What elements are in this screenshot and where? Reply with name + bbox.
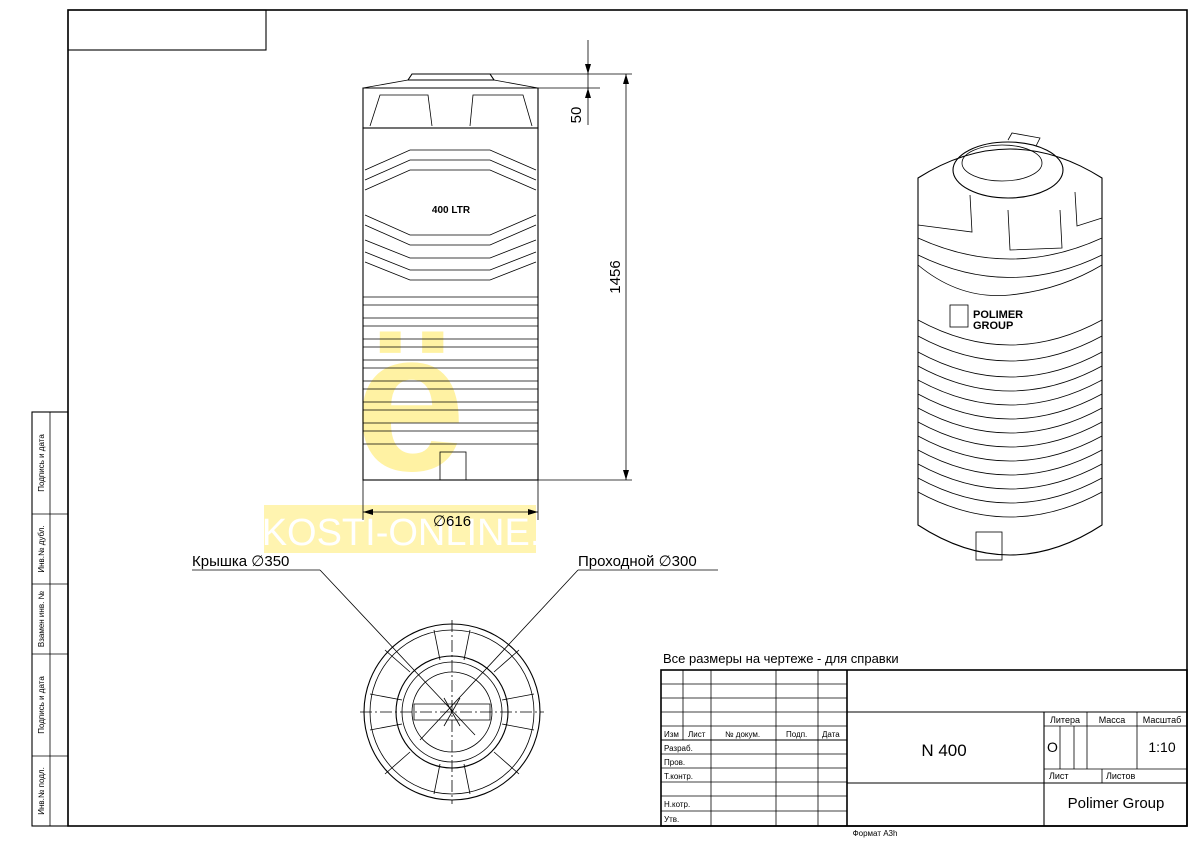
watermark-band bbox=[264, 505, 536, 553]
side-stamp-cell-1: Подпись и дата bbox=[37, 434, 46, 492]
header-list: Лист bbox=[688, 730, 706, 739]
callout-manhole: Проходной ∅300 bbox=[578, 553, 697, 570]
sheet-label: Лист bbox=[1049, 771, 1069, 781]
tank-volume-label: 400 LTR bbox=[432, 205, 471, 216]
polimer-group-logo: POLIMER GROUP bbox=[949, 304, 1023, 332]
litera-value: О bbox=[1047, 739, 1058, 755]
header-izm: Изм bbox=[664, 730, 679, 739]
side-stamp-cell-5: Инв.№ подл. bbox=[37, 767, 46, 815]
role-approved: Утв. bbox=[664, 815, 679, 824]
scale-label: Масштаб bbox=[1143, 715, 1182, 725]
role-developer: Разраб. bbox=[664, 744, 693, 753]
role-tech-control: Т.контр. bbox=[664, 772, 693, 781]
tank-top-view bbox=[360, 620, 544, 804]
watermark-letter: ё bbox=[354, 290, 465, 513]
sheets-label: Листов bbox=[1106, 771, 1135, 781]
reference-note: Все размеры на чертеже - для справки bbox=[663, 651, 899, 666]
callout-lid: Крышка ∅350 bbox=[192, 553, 289, 570]
side-stamp-cell-2: Инв.№ дубл. bbox=[37, 525, 46, 572]
litera-label: Литера bbox=[1050, 715, 1080, 725]
logo-text-group: GROUP bbox=[973, 320, 1013, 332]
header-date: Дата bbox=[822, 730, 840, 739]
callouts: Крышка ∅350 Проходной ∅300 bbox=[192, 553, 718, 741]
role-checker: Пров. bbox=[664, 758, 685, 767]
role-norm-control: Н.котр. bbox=[664, 800, 690, 809]
sheet-frame bbox=[67, 9, 1188, 827]
format-label: Формат А3h bbox=[853, 829, 898, 838]
company-name: Polimer Group bbox=[1068, 795, 1165, 812]
top-left-stamp-box bbox=[67, 9, 267, 51]
header-doc-number: № докум. bbox=[725, 730, 760, 739]
header-signature: Подп. bbox=[786, 730, 807, 739]
dim-diameter: ∅616 bbox=[433, 513, 471, 530]
side-stamp-cell-3: Взамен инв. № bbox=[37, 590, 46, 647]
side-stamp-cell-4: Подпись и дата bbox=[37, 676, 46, 734]
watermark: EMKOSTI-ONLINE.RU ё bbox=[205, 290, 596, 554]
dimension-lines: 50 1456 ∅616 bbox=[362, 40, 632, 530]
side-stamp: Подпись и дата Инв.№ дубл. Взамен инв. №… bbox=[31, 411, 69, 827]
logo-text-polimer: POLIMER bbox=[973, 309, 1023, 321]
scale-value: 1:10 bbox=[1148, 739, 1175, 755]
dim-lid-offset: 50 bbox=[568, 107, 585, 124]
watermark-site-text: EMKOSTI-ONLINE.RU bbox=[205, 512, 596, 554]
dim-height: 1456 bbox=[607, 260, 624, 293]
title-block: Все размеры на чертеже - для справки bbox=[660, 651, 1188, 838]
drawing-designation: N 400 bbox=[921, 741, 966, 760]
tank-isometric-view: POLIMER GROUP bbox=[917, 132, 1103, 561]
tank-front-view: 400 LTR bbox=[362, 73, 539, 481]
mass-label: Масса bbox=[1099, 715, 1126, 725]
